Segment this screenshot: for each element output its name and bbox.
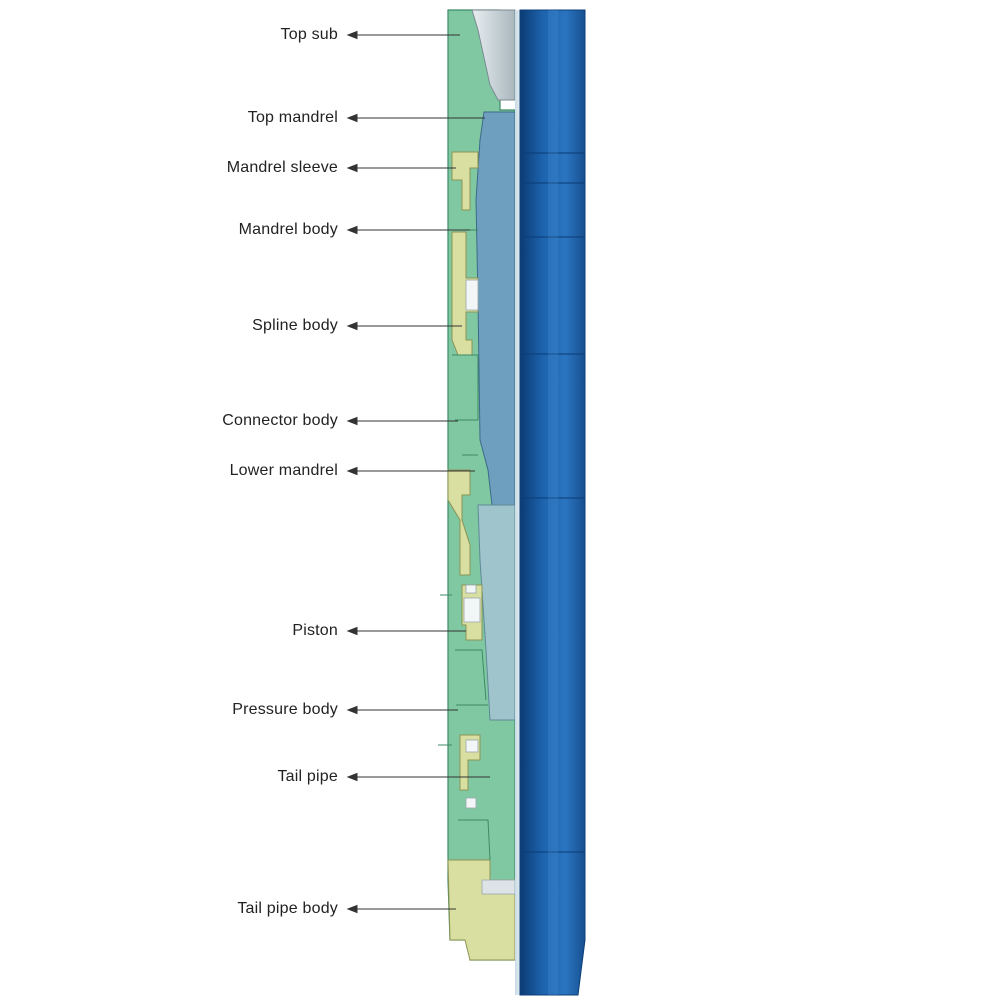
label-spline-body: Spline body — [252, 317, 338, 334]
callout-arrows — [346, 30, 490, 914]
label-pressure-body: Pressure body — [232, 701, 338, 718]
arrow-mandrel-body — [346, 225, 470, 235]
housing-detail-lines — [438, 229, 491, 861]
label-mandrel-sleeve: Mandrel sleeve — [226, 159, 338, 176]
gap-piston-2 — [465, 584, 477, 594]
label-piston: Piston — [292, 622, 338, 639]
label-connector-body: Connector body — [222, 412, 338, 429]
arrow-top-sub — [346, 30, 460, 40]
detail-line — [458, 819, 491, 861]
label-top-mandrel: Top mandrel — [247, 109, 338, 126]
gap-tail-2 — [465, 797, 477, 809]
gap-tail-1 — [465, 739, 479, 753]
gap-tail-body — [481, 879, 516, 895]
label-tail-pipe-body: Tail pipe body — [237, 900, 338, 917]
arrow-tail-pipe — [346, 772, 490, 782]
gap-piston-1 — [463, 597, 481, 623]
arrow-spline-body — [346, 321, 462, 331]
detail-line — [452, 354, 479, 420]
arrow-pressure-body — [346, 705, 458, 715]
label-tail-pipe: Tail pipe — [277, 768, 338, 785]
bore-strip — [515, 10, 523, 995]
arrow-piston — [346, 626, 466, 636]
arrow-top-mandrel — [346, 113, 485, 123]
outer-pipe — [519, 9, 586, 996]
label-mandrel-body: Mandrel body — [238, 221, 338, 238]
spline-body-part — [451, 231, 479, 356]
lower-mandrel-part — [447, 469, 471, 576]
mandrel-steel — [475, 111, 516, 506]
arrow-mandrel-sleeve — [346, 163, 456, 173]
detail-line — [455, 649, 487, 701]
gap-spline — [465, 279, 479, 311]
arrow-tail-pipe-body — [346, 904, 456, 914]
pipe-highlight — [548, 10, 558, 995]
label-top-sub: Top sub — [280, 26, 338, 43]
arrow-lower-mandrel — [346, 466, 475, 476]
arrow-connector-body — [346, 416, 458, 426]
outer-pipe-body — [519, 9, 586, 996]
label-lower-mandrel: Lower mandrel — [229, 462, 338, 479]
bore-gaps — [463, 279, 516, 895]
mandrel-sleeve-part — [451, 151, 479, 211]
